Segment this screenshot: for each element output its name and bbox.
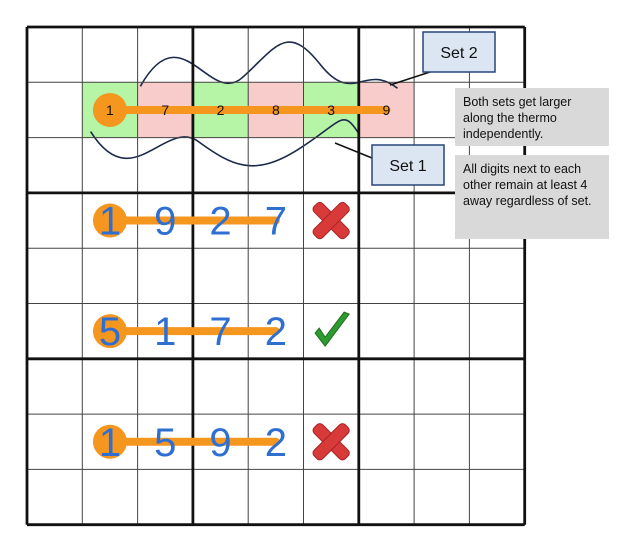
verdict-marks — [312, 201, 350, 461]
thermo-digit: 2 — [209, 200, 231, 244]
example-thermo-digit: 8 — [272, 102, 280, 118]
thermo-digit: 1 — [154, 310, 176, 354]
thermo-digit: 2 — [265, 421, 287, 465]
thermo-digit: 7 — [209, 310, 231, 354]
example-thermo-digit: 1 — [106, 102, 114, 118]
check-icon — [314, 311, 350, 347]
thermo-digit: 7 — [265, 200, 287, 244]
example-thermo-digit: 2 — [217, 102, 225, 118]
example-thermo-digit: 7 — [161, 102, 169, 118]
set-1-pointer — [334, 142, 373, 159]
thermo-digit: 5 — [99, 310, 121, 354]
set-boundary-curves — [89, 41, 399, 167]
example-thermo-bulb — [92, 92, 127, 127]
thermo-digit: 9 — [209, 421, 231, 465]
thermo-bulb — [92, 203, 127, 238]
callouts: Set 2 Set 1 — [334, 31, 496, 186]
set-1-boundary — [89, 119, 360, 167]
set-2-label: Set 2 — [440, 45, 477, 62]
set-2-boundary — [139, 41, 399, 89]
thermo-digit: 2 — [265, 310, 287, 354]
thermo-bulb — [92, 424, 127, 459]
cross-icon — [312, 201, 350, 240]
thermo-digit: 1 — [99, 421, 121, 465]
thermo-digit: 1 — [99, 200, 121, 244]
thermo-digit: 9 — [154, 200, 176, 244]
thermo-digit: 5 — [154, 421, 176, 465]
set-1-label: Set 1 — [389, 158, 426, 175]
example-thermo-digit: 9 — [383, 102, 391, 118]
cross-icon — [312, 423, 350, 461]
set-2-pointer — [389, 71, 431, 86]
example-thermo-digit: 3 — [327, 102, 335, 118]
adjacent-rule-note: All digits next to each other remain at … — [455, 155, 609, 239]
thermo-bulb — [92, 314, 127, 349]
set-2-callout — [422, 31, 496, 73]
sets-rule-note: Both sets get larger along the thermo in… — [455, 88, 609, 146]
set-1-callout — [371, 144, 445, 186]
